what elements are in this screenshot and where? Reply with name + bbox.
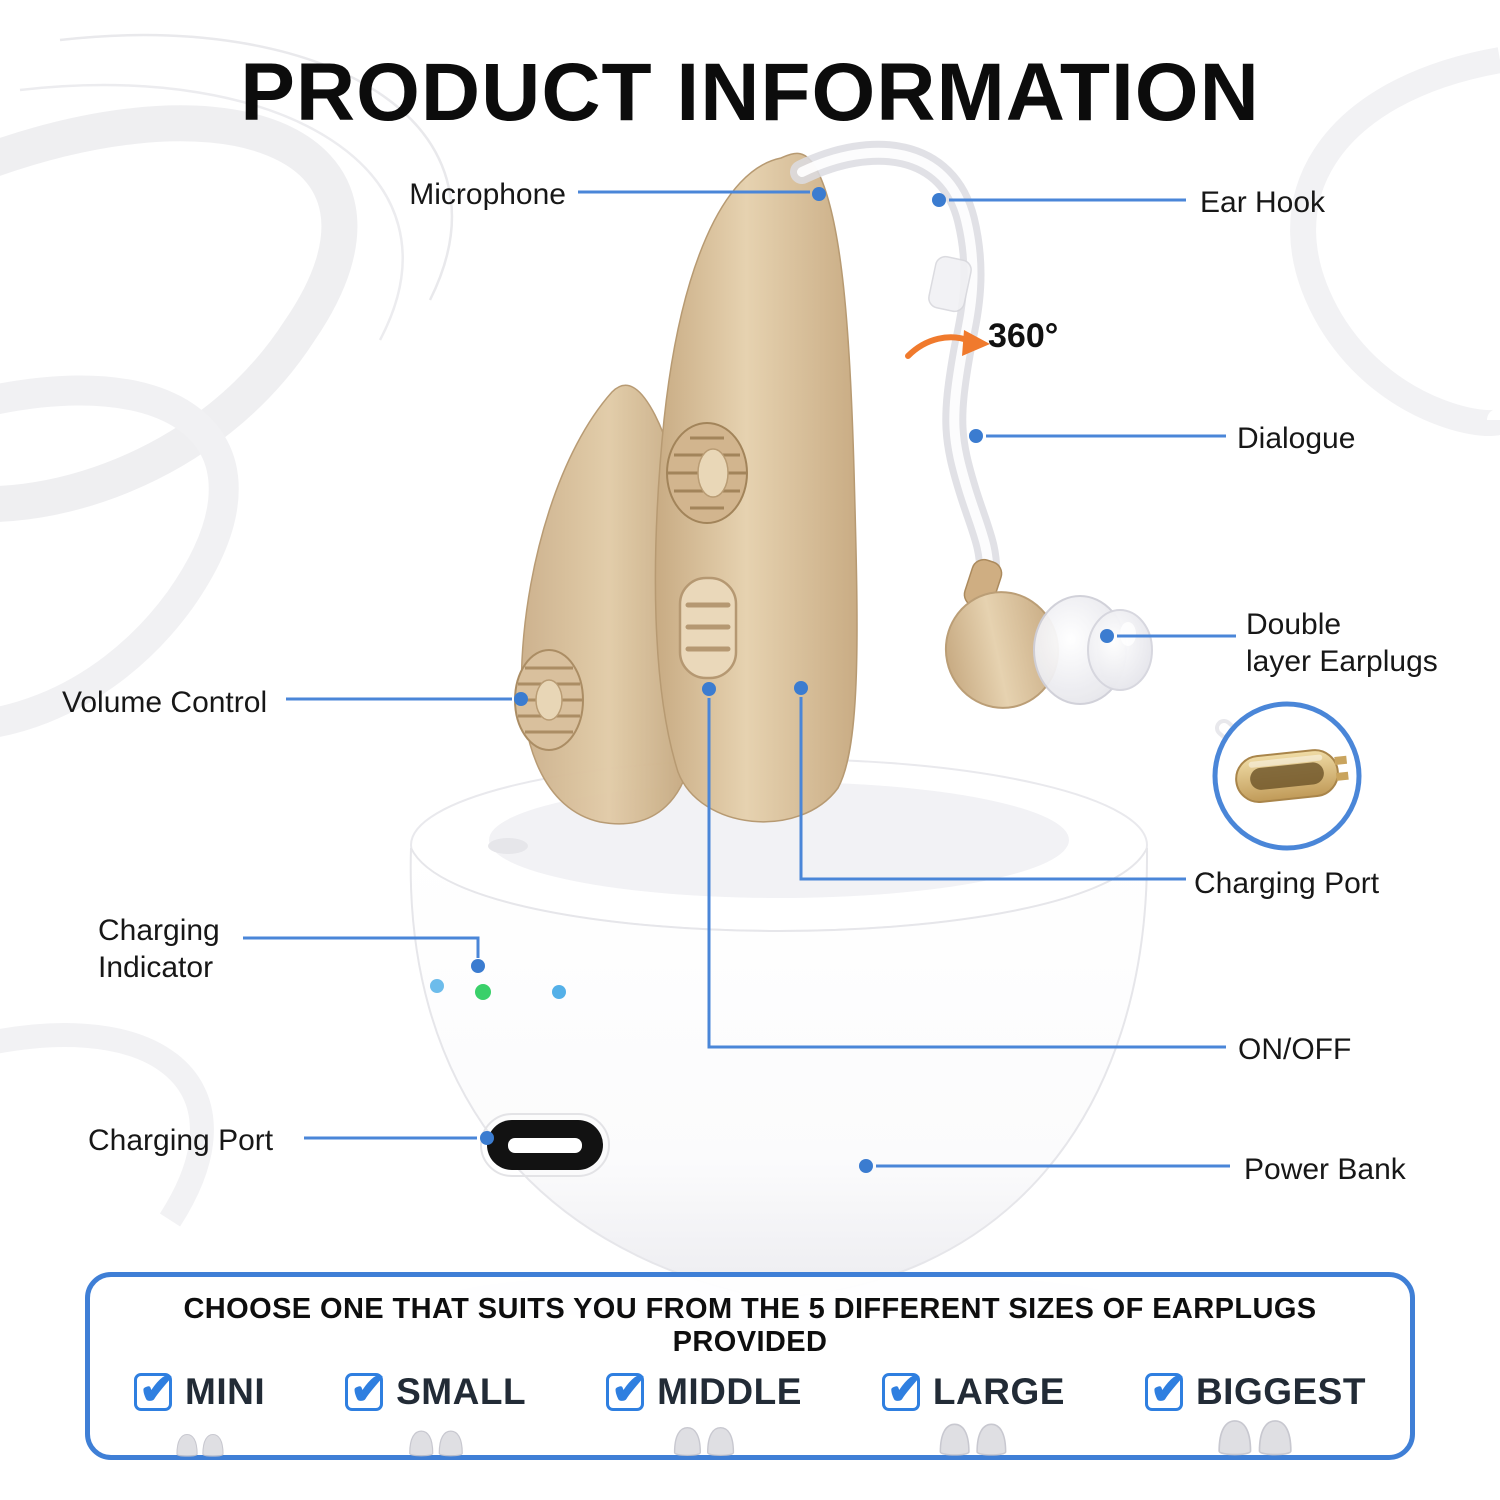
earplug-pair-icon xyxy=(673,1427,735,1457)
dialogue-label: Dialogue xyxy=(1237,422,1356,455)
background-swirls xyxy=(0,33,1500,1227)
earplug-pair-icon xyxy=(940,1423,1007,1456)
page-title: PRODUCT INFORMATION xyxy=(240,47,1260,138)
usb-c-connector-icon xyxy=(1235,749,1349,804)
ear-hook-label: Ear Hook xyxy=(1200,186,1326,219)
double-layer-earplugs-label: Double layer Earplugs xyxy=(1246,608,1438,678)
volume-wheel-left[interactable] xyxy=(514,649,584,751)
size-option-large: LARGE xyxy=(881,1364,1065,1459)
size-label-mini: MINI xyxy=(185,1371,266,1412)
power-switch[interactable] xyxy=(678,576,738,680)
on-off-label: ON/OFF xyxy=(1238,1033,1352,1066)
volume-wheel-right[interactable] xyxy=(666,422,748,524)
checkbox-large[interactable] xyxy=(881,1364,924,1415)
rotation-360-label: 360° xyxy=(988,317,1059,355)
earplug-sizes-panel: CHOOSE ONE THAT SUITS YOU FROM THE 5 DIF… xyxy=(85,1272,1415,1460)
hearing-aid-right xyxy=(654,152,858,823)
rotation-arrow-icon xyxy=(905,330,990,359)
volume-control-label: Volume Control xyxy=(62,686,268,719)
callout-lines xyxy=(243,187,1236,1173)
size-label-large: LARGE xyxy=(932,1371,1065,1412)
power-bank-label: Power Bank xyxy=(1244,1153,1406,1186)
led-indicators xyxy=(430,979,566,1000)
size-option-biggest: BIGGEST xyxy=(1144,1364,1366,1459)
size-option-mini: MINI xyxy=(134,1364,266,1459)
charging-port-inset xyxy=(1212,701,1362,851)
checkbox-biggest[interactable] xyxy=(1144,1364,1187,1415)
panel-heading: CHOOSE ONE THAT SUITS YOU FROM THE 5 DIF… xyxy=(183,1293,1317,1358)
charging-port-device-label: Charging Port xyxy=(1194,867,1380,900)
earplug-inner-layer xyxy=(1087,609,1153,691)
size-label-middle: MIDDLE xyxy=(657,1371,802,1412)
checkbox-mini[interactable] xyxy=(134,1364,176,1415)
earplug-pair-icon xyxy=(1218,1420,1293,1456)
earplug-pair-icon xyxy=(408,1430,463,1457)
earbud xyxy=(944,558,1153,709)
checkbox-small[interactable] xyxy=(345,1364,387,1415)
size-option-middle: MIDDLE xyxy=(606,1364,802,1459)
checkbox-middle[interactable] xyxy=(606,1364,648,1415)
charging-port-case-label: Charging Port xyxy=(88,1124,274,1157)
charging-indicator-label: Charging Indicator xyxy=(98,914,220,984)
microphone-label: Microphone xyxy=(409,178,566,211)
earplug-pair-icon xyxy=(175,1433,224,1457)
size-label-biggest: BIGGEST xyxy=(1195,1371,1366,1412)
size-options-row: MINI SMALL xyxy=(126,1364,1374,1459)
case-bowl xyxy=(409,847,1149,1300)
size-label-small: SMALL xyxy=(396,1371,527,1412)
size-option-small: SMALL xyxy=(345,1364,527,1459)
hearing-aid-left xyxy=(514,384,697,825)
usb-c-port[interactable] xyxy=(480,1113,610,1177)
